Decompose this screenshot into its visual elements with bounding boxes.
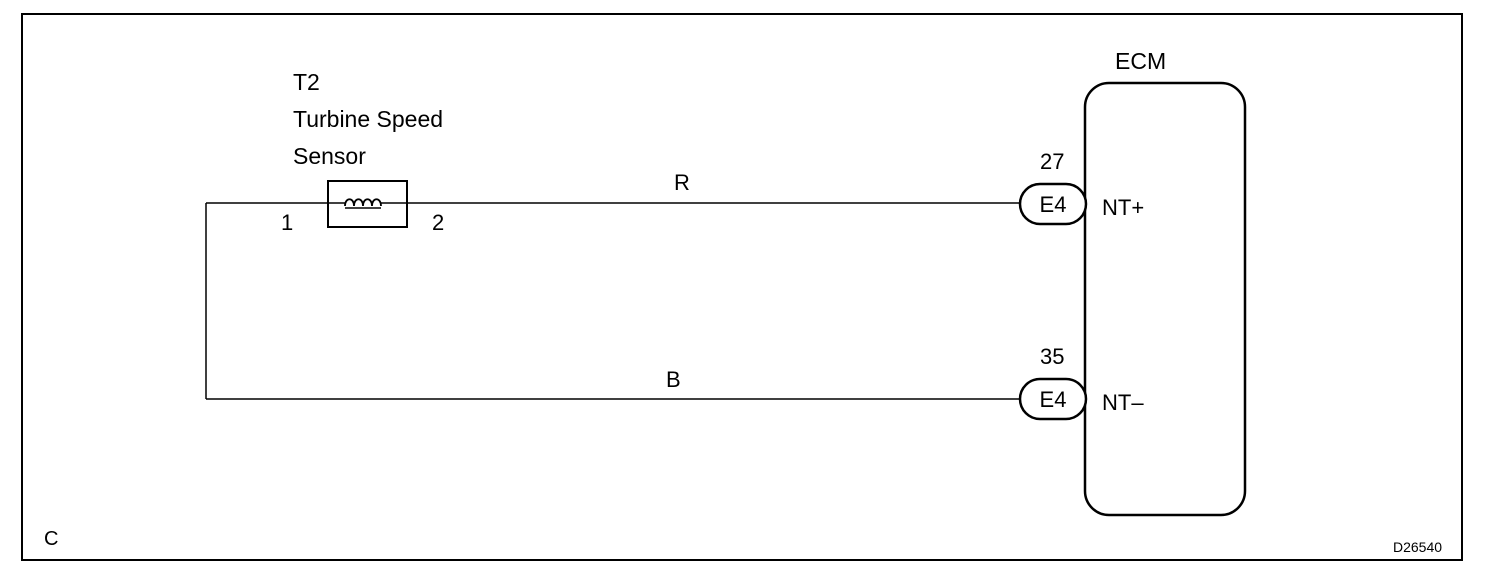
wire-r-label: R [674, 170, 690, 195]
wire-b-label: B [666, 367, 681, 392]
connector-e4-top-label: E4 [1040, 192, 1067, 217]
sensor-name-line1: Turbine Speed [293, 106, 443, 132]
sensor-name-line2: Sensor [293, 143, 366, 169]
ecm-pin-bottom-number: 35 [1040, 344, 1064, 369]
sensor-box [327, 180, 408, 228]
connector-e4-bottom [1018, 377, 1088, 421]
sensor-pin-left: 1 [281, 210, 293, 235]
corner-letter: C [44, 528, 58, 550]
ecm-block [1083, 81, 1247, 517]
figure-code: D26540 [1393, 539, 1442, 555]
ecm-signal-nt-plus: NT+ [1102, 195, 1144, 220]
coil-icon [344, 198, 382, 207]
turbine-speed-sensor [327, 180, 408, 228]
diagram-frame [21, 13, 1463, 561]
sensor-code: T2 [293, 69, 320, 95]
sensor-pin-right: 2 [432, 210, 444, 235]
connector-e4-bottom-label: E4 [1040, 387, 1067, 412]
ecm-pin-top-number: 27 [1040, 149, 1064, 174]
connector-e4-top [1018, 182, 1088, 226]
ecm-signal-nt-minus: NT– [1102, 390, 1144, 415]
ecm-label: ECM [1115, 48, 1166, 74]
